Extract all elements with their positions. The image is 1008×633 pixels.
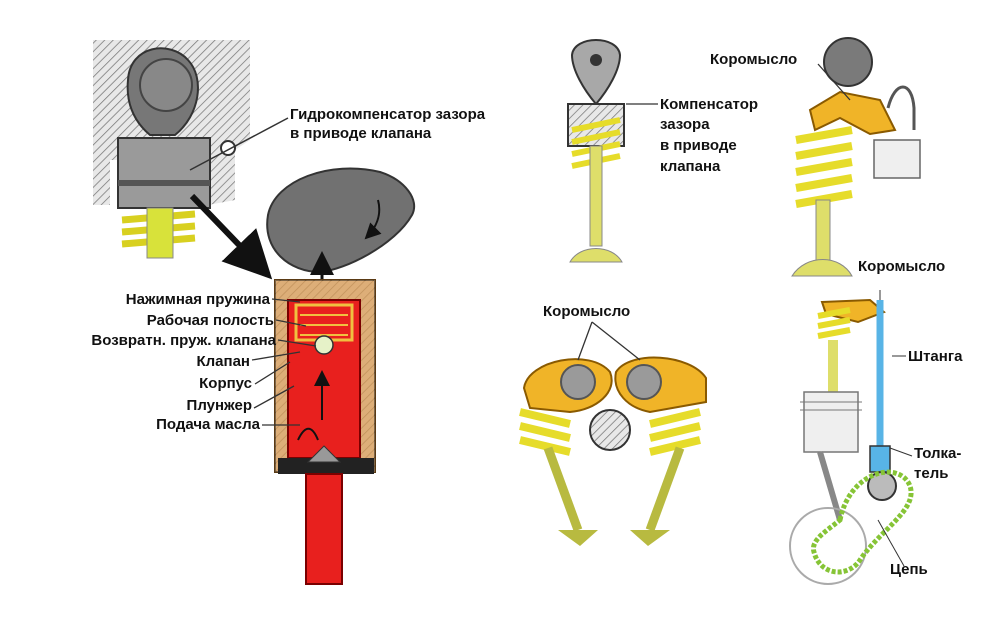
top-left-cam-assembly [93,40,289,280]
tappet-label-line2: тель [914,465,949,482]
press-spring-label: Нажимная пружина [125,291,270,308]
valve-stem-small [146,207,174,259]
label-leader-lines [251,298,317,426]
clearance-compensator-line2: зазора [660,116,710,133]
crankshaft [789,507,867,585]
rocker-middle-label: Коромысло [543,303,631,320]
oil-feed-column [305,473,343,585]
cam-middle [589,409,631,451]
clearance-compensator-line1: Компенсатор [660,96,759,113]
springs-middle [519,408,701,456]
tappet [869,445,891,473]
leader-line [189,117,289,171]
tappet-label-line1: Толка- [914,445,962,462]
valve-head-top-right [791,259,853,277]
camshaft-journal [139,58,193,112]
plunger-label: Плунжер [186,397,252,414]
lifter-base-ring [278,458,374,474]
check-ball-valve [314,335,334,355]
plunger-oil-chamber [287,299,361,459]
body-label: Корпус [199,375,252,392]
valve-label: Клапан [196,353,251,370]
hydro-compensator-label-line2: в приводе клапана [290,125,432,142]
zoom-arrow [189,193,273,280]
chain-label: Цепь [890,561,928,578]
return-spring-label: Возвратн. пруж. клапана [91,332,276,349]
ohv-pushrod-engine [789,290,914,585]
large-cam-lobe [266,167,416,274]
clearance-compensator-line3: в приводе [660,137,737,154]
camshaft-top-right [823,37,873,87]
valve-head [569,248,623,263]
work-cavity-label: Рабочая полость [146,312,274,329]
press-spring-coils [294,303,354,342]
rocker-cam-valve [791,37,921,277]
pushrod-label: Штанга [908,348,963,365]
timing-chain [810,469,914,575]
hydraulic-support [873,139,921,179]
twin-rocker-assembly [519,321,707,546]
rocker-ohv-label: Коромысло [858,258,946,275]
oil-feed-label: Подача масла [156,416,260,433]
hydro-compensator-label-line1: Гидрокомпенсатор зазора [290,106,486,123]
lifter-cross-section [251,167,416,585]
piston [803,391,859,453]
clearance-compensator-line4: клапана [660,158,721,175]
cam-lobe-small [570,39,622,106]
valve-stem [589,145,603,247]
rocker-top-right-label: Коромысло [710,51,798,68]
rocker-arm-top-right [808,90,897,136]
valve-spring-top-right [795,126,853,208]
direct-acting-valve [567,39,658,263]
